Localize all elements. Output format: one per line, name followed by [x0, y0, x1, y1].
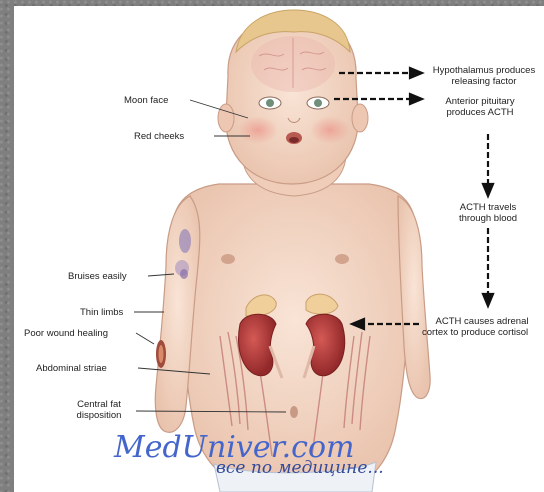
label-hypothalamus: Hypothalamus produces releasing factor: [424, 65, 544, 87]
label-hypothalamus-line1: Hypothalamus produces: [424, 65, 544, 76]
ear: [352, 104, 368, 132]
label-adrenal-line2: cortex to produce cortisol: [420, 327, 544, 338]
label-central-fat-line2: disposition: [62, 410, 136, 421]
ear: [218, 104, 234, 132]
label-pituitary-line2: produces ACTH: [430, 107, 530, 118]
navel: [290, 406, 298, 418]
bruise-mark: [180, 269, 188, 279]
watermark-tagline: все по медицине...: [216, 458, 384, 478]
label-moon-face: Moon face: [124, 95, 168, 106]
label-thin-limbs: Thin limbs: [80, 307, 123, 318]
label-central-fat-line1: Central fat: [62, 399, 136, 410]
red-cheek: [238, 116, 278, 144]
label-red-cheeks: Red cheeks: [134, 131, 184, 142]
label-poor-wound: Poor wound healing: [24, 328, 108, 339]
label-hypothalamus-line2: releasing factor: [424, 76, 544, 87]
label-blood-line1: ACTH travels: [438, 202, 538, 213]
label-abdominal-striae: Abdominal striae: [36, 363, 107, 374]
label-blood-line2: through blood: [438, 213, 538, 224]
label-central-fat: Central fat disposition: [62, 399, 136, 421]
label-adrenal-line1: ACTH causes adrenal: [420, 316, 544, 327]
label-pituitary-line1: Anterior pituitary: [430, 96, 530, 107]
illustration-panel: Moon face Red cheeks Bruises easily Thin…: [14, 6, 544, 492]
nipple: [221, 254, 235, 264]
label-pituitary: Anterior pituitary produces ACTH: [430, 96, 530, 118]
nipple: [335, 254, 349, 264]
label-acth-blood: ACTH travels through blood: [438, 202, 538, 224]
label-bruises: Bruises easily: [68, 271, 127, 282]
label-adrenal: ACTH causes adrenal cortex to produce co…: [420, 316, 544, 338]
bruise-mark: [179, 229, 191, 253]
red-cheek: [310, 116, 350, 144]
